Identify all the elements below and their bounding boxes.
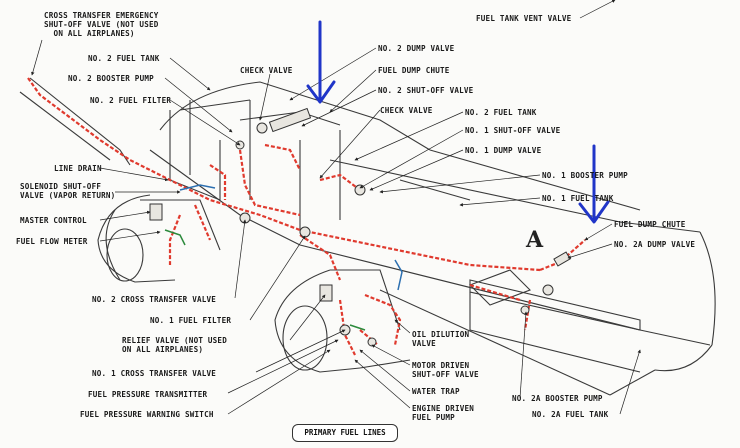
- label-no2-fuel-filter: NO. 2 FUEL FILTER: [90, 96, 172, 105]
- label-fuel-dump-chute-right: FUEL DUMP CHUTE: [614, 220, 686, 229]
- label-engine-driven-fuel-pump: ENGINE DRIVEN FUEL PUMP: [412, 404, 475, 422]
- label-water-trap: WATER TRAP: [412, 387, 460, 396]
- label-relief-valve: RELIEF VALVE (NOT USED ON ALL AIRPLANES): [122, 336, 227, 354]
- label-no1-fuel-tank: NO. 1 FUEL TANK: [542, 194, 614, 203]
- label-no2a-dump-valve: NO. 2A DUMP VALVE: [614, 240, 696, 249]
- label-no2-fuel-tank-right: NO. 2 FUEL TANK: [465, 108, 537, 117]
- label-oil-dilution-valve: OIL DILUTION VALVE: [412, 330, 470, 348]
- components: [149, 107, 571, 347]
- label-no2-fuel-tank-left: NO. 2 FUEL TANK: [88, 54, 160, 63]
- diagram-caption: PRIMARY FUEL LINES: [292, 424, 398, 442]
- fuel-lines: [27, 77, 586, 356]
- label-no1-shutoff-valve: NO. 1 SHUT-OFF VALVE: [465, 126, 561, 135]
- label-no2-cross-transfer-valve: NO. 2 CROSS TRANSFER VALVE: [92, 295, 217, 304]
- label-no2-booster-pump: NO. 2 BOOSTER PUMP: [68, 74, 154, 83]
- label-fuel-tank-vent-valve: FUEL TANK VENT VALVE: [476, 14, 572, 23]
- label-line-drain: LINE DRAIN: [54, 164, 102, 173]
- label-fuel-flow-meter: FUEL FLOW METER: [16, 237, 88, 246]
- label-solenoid-shutoff-valve: SOLENOID SHUT-OFF VALVE (VAPOR RETURN): [20, 182, 116, 200]
- label-master-control: MASTER CONTROL: [20, 216, 87, 225]
- label-check-valve-top: CHECK VALVE: [240, 66, 293, 75]
- label-no1-booster-pump: NO. 1 BOOSTER PUMP: [542, 171, 628, 180]
- label-no1-fuel-filter: NO. 1 FUEL FILTER: [150, 316, 232, 325]
- label-cross-transfer-emergency-valve: CROSS TRANSFER EMERGENCY SHUT-OFF VALVE …: [44, 11, 159, 38]
- label-fuel-dump-chute-top: FUEL DUMP CHUTE: [378, 66, 450, 75]
- label-no2-shutoff-valve: NO. 2 SHUT-OFF VALVE: [378, 86, 474, 95]
- detail-mark-a: A: [526, 227, 544, 253]
- label-fuel-pressure-transmitter: FUEL PRESSURE TRANSMITTER: [88, 390, 208, 399]
- label-fuel-pressure-warning-switch: FUEL PRESSURE WARNING SWITCH: [80, 410, 214, 419]
- annotation-arrows: [306, 20, 610, 224]
- auxiliary-lines: [164, 184, 403, 331]
- label-motor-driven-shutoff-valve: MOTOR DRIVEN SHUT-OFF VALVE: [412, 361, 479, 379]
- label-no1-dump-valve: NO. 1 DUMP VALVE: [465, 146, 542, 155]
- label-check-valve-mid: CHECK VALVE: [380, 106, 433, 115]
- leader-lines: [31, 0, 641, 415]
- label-no2-dump-valve: NO. 2 DUMP VALVE: [378, 44, 455, 53]
- label-no2a-booster-pump: NO. 2A BOOSTER PUMP: [512, 394, 603, 403]
- label-no2a-fuel-tank: NO. 2A FUEL TANK: [532, 410, 609, 419]
- label-no1-cross-transfer-valve: NO. 1 CROSS TRANSFER VALVE: [92, 369, 217, 378]
